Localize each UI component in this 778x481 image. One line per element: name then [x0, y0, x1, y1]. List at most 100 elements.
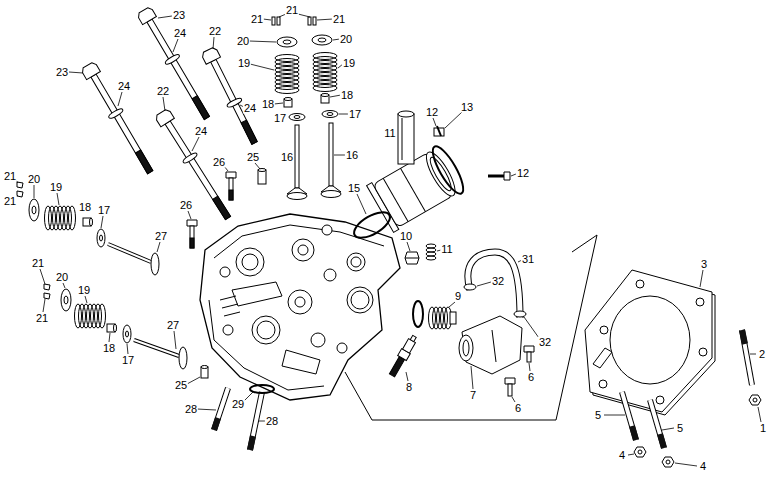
small-bolt — [229, 190, 233, 200]
head-bolt — [135, 150, 152, 174]
hose-clamp — [428, 128, 469, 197]
cylinder-head — [295, 297, 305, 307]
cylinder-gasket — [585, 270, 712, 412]
head-bolt — [154, 108, 234, 222]
leader-line — [158, 16, 172, 18]
cylinder-head — [311, 333, 325, 347]
spring-seat — [97, 229, 105, 247]
hose-clamp — [514, 311, 526, 317]
valve — [108, 244, 159, 275]
callout-number: 21 — [285, 5, 299, 16]
bolt — [505, 378, 515, 396]
callout-number: 17 — [273, 113, 287, 124]
spring-seat — [123, 325, 131, 343]
small-bolt — [187, 220, 197, 248]
leader-line — [157, 242, 160, 252]
head-bolt — [201, 46, 262, 146]
callout-number: 12 — [425, 107, 439, 118]
dowel-pin — [258, 170, 266, 184]
leader-line — [662, 428, 674, 430]
cylinder-head — [298, 245, 308, 255]
cylinder-head — [236, 248, 264, 276]
spring-retainer — [277, 37, 297, 47]
coolant-hose — [468, 252, 520, 318]
hose-clamp — [428, 143, 469, 198]
leader-line — [69, 72, 83, 73]
callout-number: 18 — [78, 202, 92, 213]
leader-line — [34, 185, 35, 198]
spring-coil — [426, 248, 436, 252]
leader-line — [188, 211, 191, 219]
stud — [660, 434, 664, 448]
callout-number: 5 — [676, 423, 684, 434]
spring-retainer — [29, 199, 39, 221]
callout-number: 16 — [280, 152, 294, 163]
leader-line — [15, 14, 761, 466]
callout-number: 20 — [55, 272, 69, 283]
valve — [134, 340, 187, 369]
bolt — [527, 352, 531, 362]
cylinder-head — [222, 304, 238, 308]
callout-number: 17 — [97, 205, 111, 216]
cylinder-head — [223, 325, 233, 335]
head-bolt — [108, 107, 124, 119]
callout-number: 20 — [27, 174, 41, 185]
callout-number: 32 — [538, 337, 552, 348]
spring-seat — [126, 331, 129, 337]
callout-number: 10 — [399, 231, 413, 242]
cylinder-gasket — [656, 396, 664, 404]
callout-number: 19 — [77, 285, 91, 296]
valve-spring — [75, 304, 106, 328]
callout-number: 27 — [154, 231, 168, 242]
leader-line — [127, 344, 128, 354]
spring-coil — [426, 244, 436, 248]
spring-seat — [289, 114, 305, 121]
valve-spring — [69, 206, 76, 230]
o-ring — [350, 207, 394, 243]
callout-number: 1 — [759, 423, 767, 434]
spring-retainer — [283, 40, 291, 44]
callout-number: 17 — [121, 355, 135, 366]
callout-number: 24 — [194, 126, 208, 137]
small-bolt — [190, 226, 194, 248]
spring-retainer — [312, 35, 332, 45]
callout-number: 18 — [261, 99, 275, 110]
valve-spring — [45, 206, 76, 230]
callout-number: 21 — [3, 171, 17, 182]
spring-seat — [289, 114, 305, 121]
cylinder-gasket — [699, 348, 707, 356]
cylinder-head — [288, 290, 312, 314]
spring-seat — [123, 325, 131, 343]
head-bolt — [213, 196, 231, 219]
thermostat-cover — [492, 330, 496, 362]
nut — [753, 398, 757, 402]
nut — [662, 457, 674, 467]
callout-number: 20 — [339, 34, 353, 45]
leader-line — [250, 64, 274, 70]
leader-line — [407, 242, 410, 251]
o-ring — [250, 385, 274, 393]
thermostat-cover — [459, 316, 522, 374]
cylinder-head — [200, 214, 400, 400]
thermostat — [429, 307, 457, 329]
spring-seat — [327, 113, 333, 116]
leader-line — [43, 299, 45, 312]
leader-line — [357, 194, 366, 214]
leader-line — [317, 19, 333, 20]
o-ring — [413, 301, 423, 327]
callout-number: 5 — [594, 410, 602, 421]
valve-seal — [107, 324, 117, 332]
head-bolt — [241, 120, 257, 144]
callout-number: 22 — [156, 86, 170, 97]
valve-keeper — [44, 284, 50, 299]
callout-number: 24 — [243, 103, 257, 114]
callout-number: 18 — [340, 90, 354, 101]
small-bolt — [229, 178, 233, 200]
spring-retainer — [64, 296, 68, 304]
valve — [151, 253, 159, 275]
callout-number: 27 — [166, 320, 180, 331]
callout-number: 17 — [348, 109, 362, 120]
spring-coil — [426, 244, 436, 260]
cylinder-head — [351, 257, 361, 267]
cylinder-head — [232, 282, 282, 306]
